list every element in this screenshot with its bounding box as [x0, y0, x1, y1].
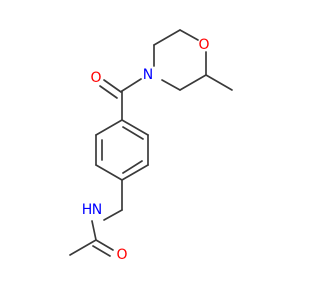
bond-morph-c4-n	[161, 79, 181, 91]
atom-carbonyl-oxygen: O	[90, 70, 101, 86]
bond-morph-methyl	[205, 74, 233, 91]
bond-ring-inner-1	[122, 126, 144, 140]
molecule-structure: O N O N H O	[69, 29, 233, 263]
atom-morpholine-nitrogen: N	[143, 67, 153, 83]
bond-ring-inner-2	[122, 160, 143, 174]
bond-ring-1	[121, 119, 149, 136]
bond-acetyl-double-a	[95, 239, 114, 251]
bond-acetyl-methyl	[69, 239, 97, 256]
bond-carbonyl-double-b	[99, 85, 118, 99]
bond-nh-acetyl	[91, 220, 97, 241]
bond-ring-6	[95, 119, 123, 136]
bond-morph-c2-o	[179, 29, 199, 41]
atom-morpholine-oxygen: O	[198, 37, 209, 53]
bond-carbonyl-double-a	[103, 79, 122, 93]
atom-acetyl-oxygen: O	[116, 247, 127, 263]
bond-morph-c1-c2	[153, 29, 181, 46]
atom-amide-hydrogen: H	[82, 202, 93, 218]
bond-ring-4	[95, 164, 123, 181]
bond-acetyl-double-b	[92, 245, 111, 257]
bond-morph-c3-c4	[179, 74, 207, 91]
bond-ch2-nh	[103, 209, 123, 221]
atom-amide-nitrogen: N	[92, 202, 102, 218]
bond-ring-3	[121, 164, 149, 181]
bond-carbonyl-n	[121, 78, 142, 92]
